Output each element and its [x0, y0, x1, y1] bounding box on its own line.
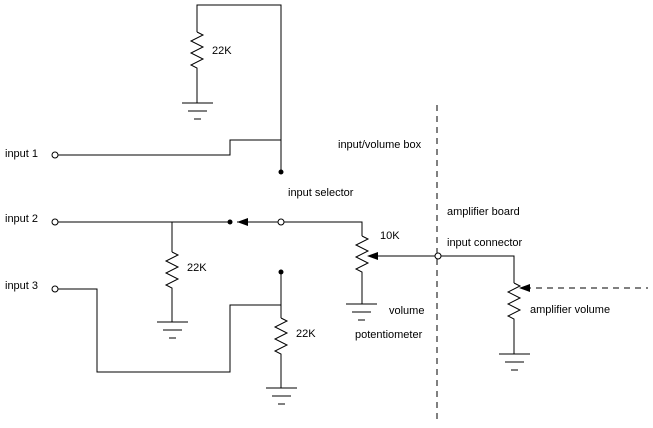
- resistor-bottom-label: 22K: [296, 328, 316, 340]
- volume-label: volume: [389, 305, 424, 317]
- input-connector-label: input connector: [447, 237, 523, 249]
- input-3-label: input 3: [5, 280, 38, 292]
- selector-contact-1: [278, 169, 284, 175]
- input-1-wire: [51, 139, 284, 175]
- resistor-top-label: 22K: [212, 45, 232, 57]
- input-selector-label: input selector: [288, 187, 354, 199]
- resistor-bottom: [273, 317, 289, 388]
- input-volume-box-label: input/volume box: [338, 139, 422, 151]
- pot-resistor: [354, 235, 370, 304]
- ground-pot: [346, 303, 377, 321]
- ground-top: [182, 102, 213, 120]
- selector-common: [277, 218, 285, 226]
- amplifier-volume-arrow: [519, 284, 530, 292]
- input-3-terminal[interactable]: [51, 285, 59, 293]
- amplifier-board-label: amplifier board: [447, 206, 520, 218]
- input-2-terminal[interactable]: [51, 218, 59, 226]
- amplifier-section: [434, 252, 648, 371]
- top-resistor-branch: [182, 4, 282, 140]
- volume-potentiometer: [346, 235, 437, 321]
- resistor-mid-label: 22K: [187, 262, 207, 274]
- amplifier-volume-resistor: [506, 282, 522, 354]
- resistor-mid: [164, 251, 180, 322]
- input-1-terminal[interactable]: [51, 151, 59, 159]
- pot-wiper-arrow: [367, 252, 378, 260]
- amplifier-volume-label: amplifier volume: [530, 304, 610, 316]
- input-3-wire: [51, 269, 297, 405]
- potentiometer-label: potentiometer: [355, 329, 423, 341]
- input-connector-terminal[interactable]: [434, 252, 442, 260]
- resistor-top: [189, 31, 205, 103]
- ground-mid: [157, 321, 188, 339]
- input-1-label: input 1: [5, 148, 38, 160]
- selector-contact-2: [227, 219, 233, 225]
- ground-bottom: [266, 387, 297, 405]
- pot-value-label: 10K: [380, 230, 400, 242]
- selector-arrow: [237, 218, 248, 226]
- ground-amplifier: [499, 353, 530, 371]
- input-2-label: input 2: [5, 213, 38, 225]
- input-2-wire: [51, 218, 363, 339]
